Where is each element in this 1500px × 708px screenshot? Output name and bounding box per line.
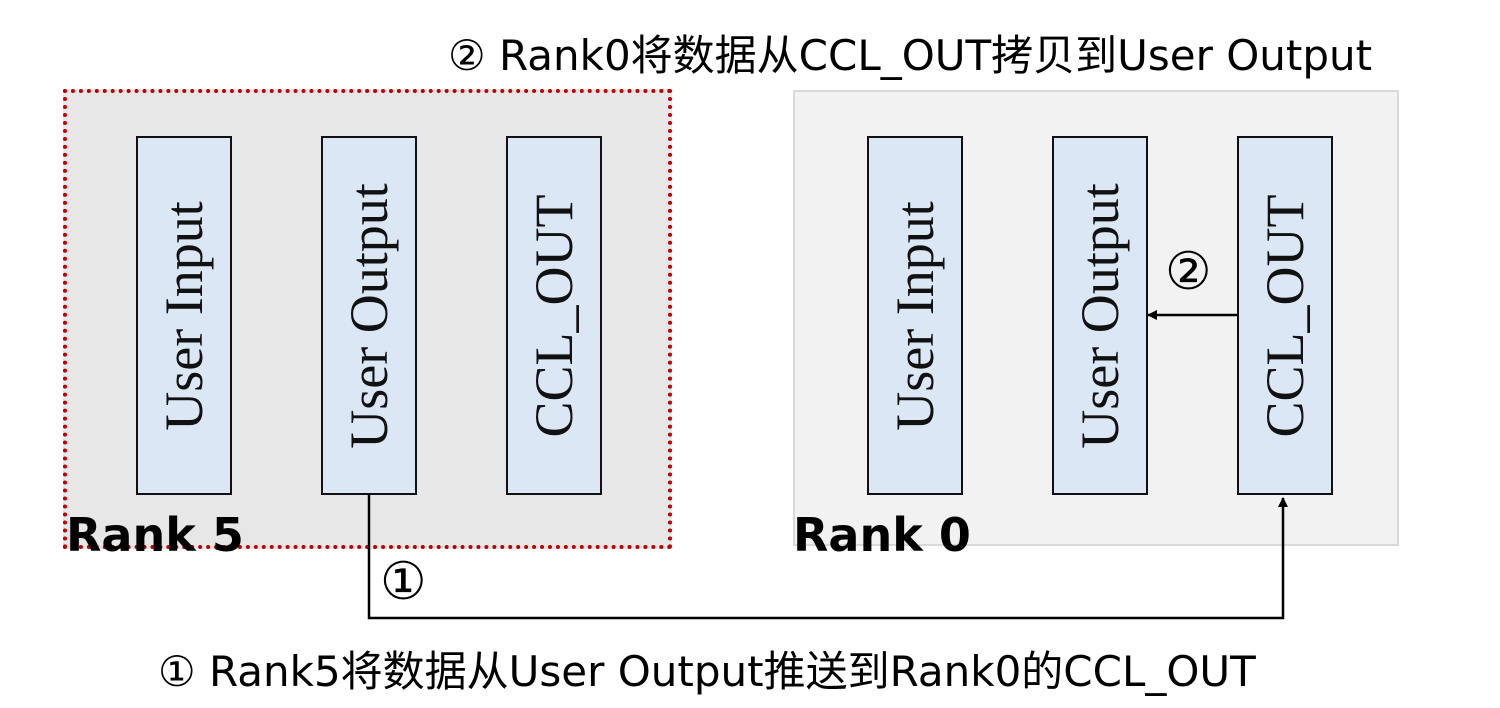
rank5-label: Rank 5 — [66, 508, 244, 562]
step2-caption: ② Rank0将数据从CCL_OUT拷贝到User Output — [448, 31, 1373, 80]
step1-marker: ① — [380, 552, 427, 612]
rank5-ccl-out-buffer: CCL_OUT — [506, 136, 602, 495]
rank0-user-input-buffer: User Input — [867, 136, 963, 495]
rank0-label: Rank 0 — [793, 508, 971, 562]
step2-marker: ② — [1165, 242, 1212, 302]
rank5-user-output-buffer: User Output — [321, 136, 417, 495]
rank5-user-input-buffer: User Input — [136, 136, 232, 495]
step1-caption: ① Rank5将数据从User Output推送到Rank0的CCL_OUT — [158, 647, 1256, 696]
rank0-ccl-out-buffer: CCL_OUT — [1237, 136, 1333, 495]
step1-arrow — [367, 494, 1288, 620]
